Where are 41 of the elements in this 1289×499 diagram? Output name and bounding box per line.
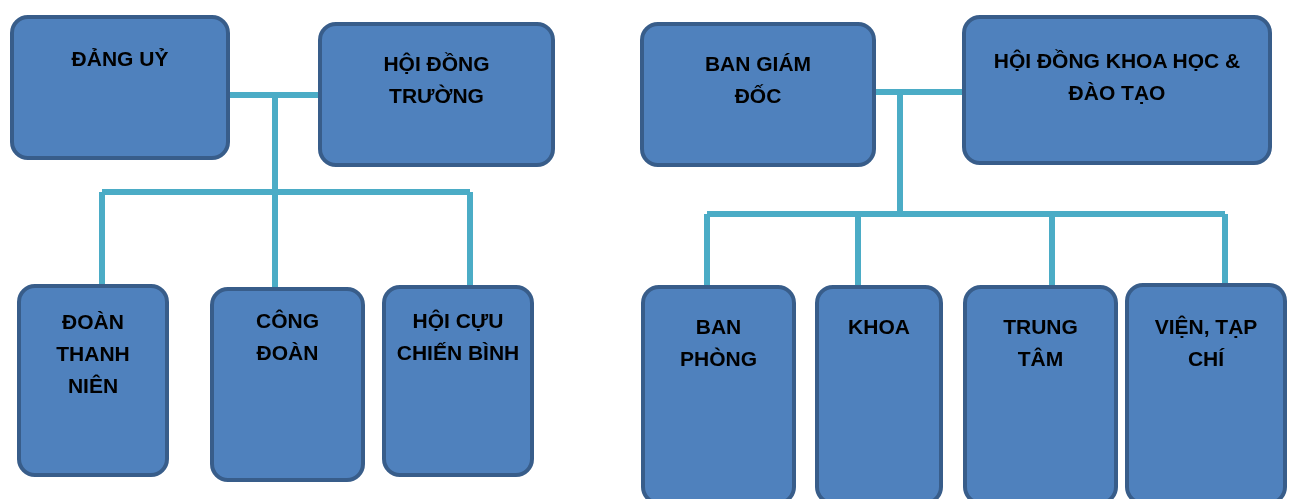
unit-name: VIỆN, TẠP CHÍ	[1153, 314, 1259, 372]
unit-name: BAN PHÒNG	[679, 314, 758, 372]
connector-line	[707, 211, 858, 217]
org-unit-box	[1125, 283, 1287, 499]
org-unit-box	[963, 285, 1118, 499]
connector-line	[704, 214, 710, 285]
connector-line	[900, 89, 962, 95]
unit-name: ĐẢNG UỶ	[71, 46, 169, 72]
org-unit-box	[815, 285, 943, 499]
org-unit-box	[17, 284, 169, 477]
connector-line	[1222, 214, 1228, 283]
connector-line	[876, 89, 900, 95]
unit-name: HỘI CỰU CHIẾN BÌNH	[395, 308, 521, 366]
org-unit-box	[382, 285, 534, 477]
connector-line	[858, 211, 900, 217]
connector-line	[275, 189, 470, 195]
unit-name: BAN GIÁM ĐỐC	[703, 51, 813, 109]
org-unit-box	[10, 15, 230, 160]
unit-name: CÔNG ĐOÀN	[255, 308, 320, 366]
unit-name: TRUNG TÂM	[1002, 314, 1079, 372]
connector-line	[275, 92, 318, 98]
connector-line	[272, 95, 278, 192]
connector-line	[102, 189, 275, 195]
org-unit-box	[962, 15, 1272, 165]
connector-line	[1049, 214, 1055, 285]
unit-name: KHOA	[848, 314, 910, 340]
unit-name: HỘI ĐỒNG KHOA HỌC & ĐÀO TẠO	[992, 48, 1242, 106]
connector-line	[230, 92, 275, 98]
org-unit-box	[318, 22, 555, 167]
org-unit-box	[640, 22, 876, 167]
connector-line	[855, 214, 861, 285]
org-unit-box	[210, 287, 365, 482]
connector-line	[900, 211, 1052, 217]
connector-line	[1052, 211, 1225, 217]
connector-line	[467, 192, 473, 285]
connector-line	[272, 192, 278, 287]
connector-line	[897, 92, 903, 214]
org-unit-box	[641, 285, 796, 499]
unit-name: HỘI ĐỒNG TRƯỜNG	[382, 51, 491, 109]
unit-name: ĐOÀN THANH NIÊN	[55, 309, 131, 399]
connector-line	[99, 192, 105, 284]
